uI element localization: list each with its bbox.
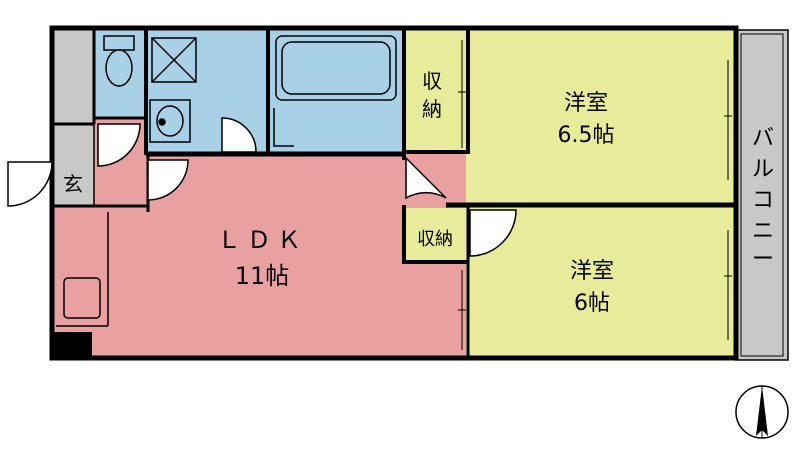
outer-wall xyxy=(49,25,739,361)
storage-a-label-1: 収 xyxy=(422,69,442,93)
room-label-western-b-size: 6帖 xyxy=(574,291,610,316)
sink-icon xyxy=(149,99,191,143)
kitchen-counter xyxy=(56,212,109,327)
storage-a-label-2: 納 xyxy=(422,97,442,121)
pillar xyxy=(52,332,92,358)
doors xyxy=(7,108,517,257)
closet-strip xyxy=(54,30,94,124)
balcony-char-1: バ xyxy=(752,126,774,151)
room-label-ldk-size: 11帖 xyxy=(235,262,290,290)
toilet-icon xyxy=(103,35,135,87)
north-arrow-icon xyxy=(735,385,789,439)
interior-walls xyxy=(52,28,736,358)
entrance-label: 玄 xyxy=(63,172,83,196)
balcony-char-5: ー xyxy=(752,247,774,272)
bathtub-icon xyxy=(275,35,397,101)
room-label-western-a-name: 洋室 xyxy=(564,91,608,116)
room-label-western-a-size: 6.5帖 xyxy=(558,123,615,148)
balcony-char-3: コ xyxy=(752,188,774,213)
bathroom xyxy=(268,30,404,152)
room-label-ldk-name: ＬＤＫ xyxy=(217,226,307,254)
washing-machine-icon xyxy=(151,37,197,83)
entrance-fill xyxy=(54,124,94,206)
ldk-fill xyxy=(54,152,466,356)
storage-b-fill xyxy=(404,208,466,262)
room-label-western-b-name: 洋室 xyxy=(570,259,614,284)
balcony-char-4: ニ xyxy=(752,219,774,244)
window-marks xyxy=(458,40,732,350)
storage-b-label: 収納 xyxy=(417,229,453,250)
balcony-char-2: ル xyxy=(752,157,774,182)
